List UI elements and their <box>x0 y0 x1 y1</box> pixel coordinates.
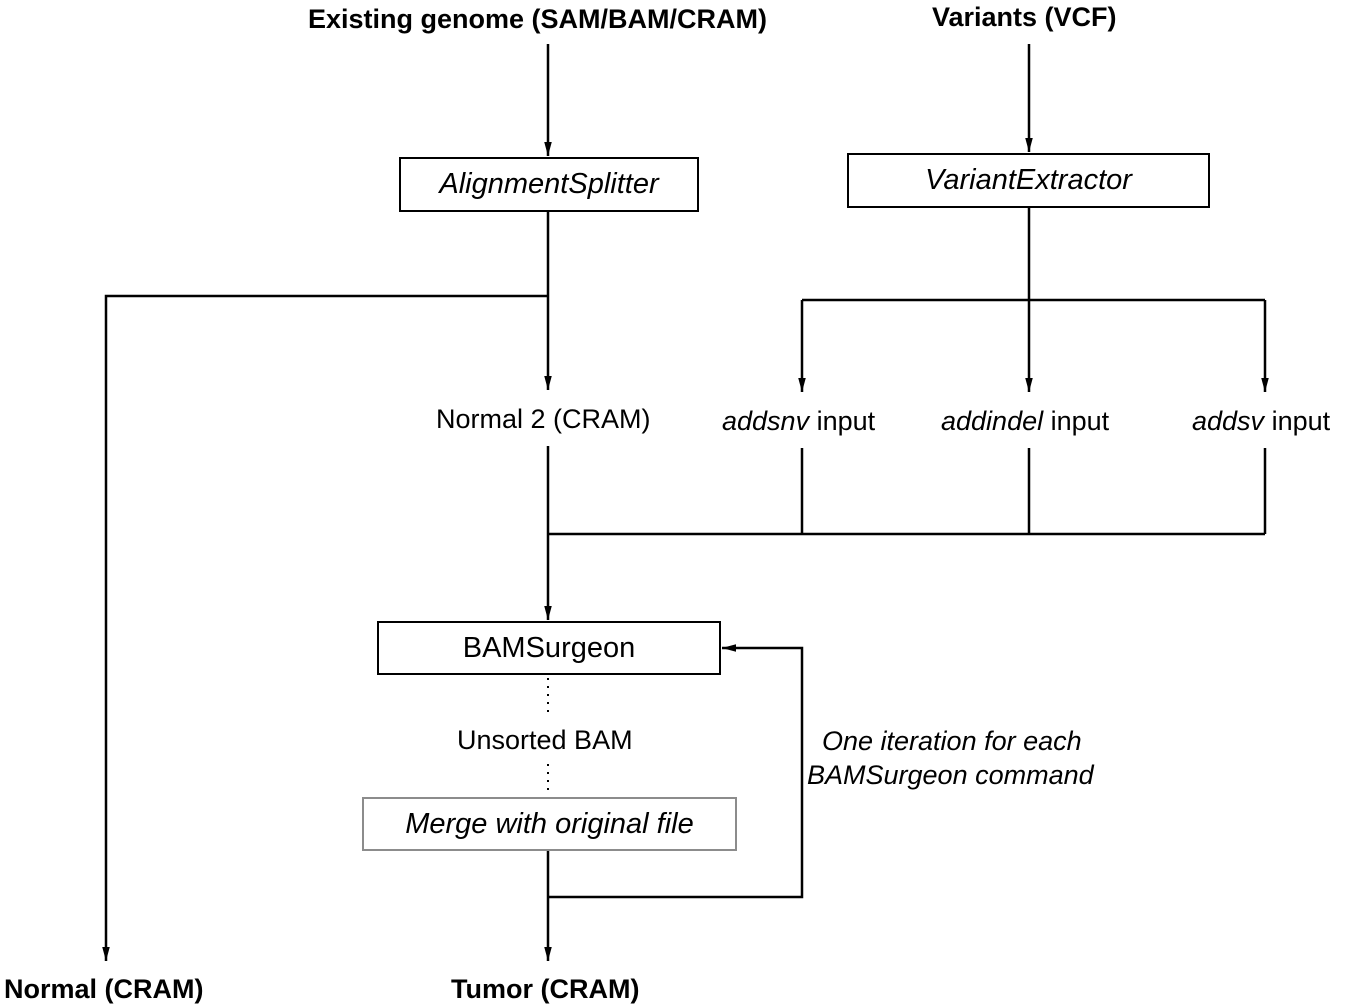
input-genome: Existing genome (SAM/BAM/CRAM) <box>308 4 767 34</box>
edge-splitter-to-normal-output <box>102 294 548 961</box>
input-variants: Variants (VCF) <box>932 2 1117 32</box>
loop-note-line2: BAMSurgeon command <box>807 760 1094 790</box>
loop-note-line1: One iteration for each <box>822 726 1082 756</box>
addindel-suffix: input <box>1043 406 1110 436</box>
alignment-splitter-label: AlignmentSplitter <box>439 168 659 200</box>
alignment-splitter-box: AlignmentSplitter <box>399 157 699 212</box>
bamsurgeon-label: BAMSurgeon <box>462 631 636 664</box>
merge-label: Merge with original file <box>405 807 694 840</box>
unsorted-bam-label: Unsorted BAM <box>457 725 633 755</box>
variant-extractor-box: VariantExtractor <box>847 153 1210 208</box>
addindel-tool-name: addindel <box>941 406 1044 436</box>
output-tumor: Tumor (CRAM) <box>451 974 640 1004</box>
addsnv-input-label: addsnv input <box>722 406 875 436</box>
edge-loop-back <box>548 644 804 899</box>
addsv-tool-name: addsv <box>1192 406 1265 436</box>
addindel-input-label: addindel input <box>941 406 1109 436</box>
addsv-input-label: addsv input <box>1192 406 1330 436</box>
addsnv-tool-name: addsnv <box>722 406 810 436</box>
variant-extractor-label: VariantExtractor <box>925 164 1132 196</box>
normal2-label: Normal 2 (CRAM) <box>436 404 651 434</box>
output-normal: Normal (CRAM) <box>4 974 204 1004</box>
addsv-suffix: input <box>1264 406 1331 436</box>
bamsurgeon-box: BAMSurgeon <box>377 621 721 675</box>
addsnv-suffix: input <box>809 406 876 436</box>
merge-box: Merge with original file <box>362 797 737 851</box>
